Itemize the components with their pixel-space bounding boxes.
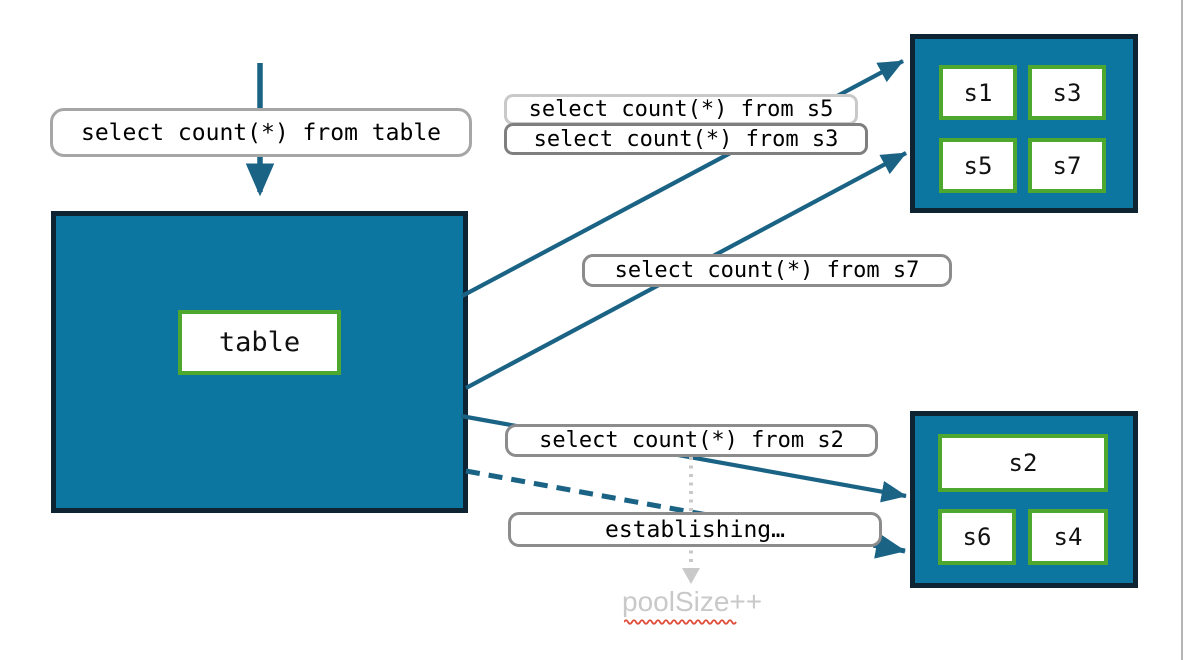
query-label-s3: select count(*) from s3	[504, 123, 868, 155]
query-label-s2: select count(*) from s2	[505, 424, 878, 457]
shard-node-s7: s7	[1028, 138, 1106, 193]
query-label-s5-text: select count(*) from s5	[528, 97, 834, 122]
query-label-establishing: establishing…	[508, 512, 882, 547]
shard-node-s6: s6	[938, 509, 1016, 565]
shard-node-s1-label: s1	[963, 78, 993, 107]
query-label-table: select count(*) from table	[50, 108, 472, 157]
query-label-table-text: select count(*) from table	[80, 119, 442, 146]
query-label-s5: select count(*) from s5	[504, 94, 858, 125]
shard-node-s3: s3	[1028, 65, 1106, 120]
shard-node-s4-label: s4	[1053, 523, 1083, 551]
shard-node-s5-label: s5	[963, 151, 993, 180]
slide-right-edge	[1181, 0, 1183, 660]
table-node-label: table	[218, 327, 301, 358]
poolsize-annotation-text: poolSize++	[622, 586, 763, 617]
shard-node-s7-label: s7	[1052, 151, 1082, 180]
shard-node-s2-label: s2	[1008, 449, 1038, 477]
table-node: table	[178, 310, 341, 375]
shard-node-s1: s1	[939, 65, 1017, 120]
spellcheck-squiggle	[624, 619, 737, 625]
shard-node-s4: s4	[1028, 509, 1108, 565]
query-label-s3-text: select count(*) from s3	[533, 126, 839, 152]
shard-node-s3-label: s3	[1052, 78, 1082, 107]
shard-node-s5: s5	[939, 138, 1017, 193]
query-label-s7-text: select count(*) from s7	[614, 258, 920, 283]
query-label-s2-text: select count(*) from s2	[539, 428, 844, 453]
query-label-establishing-text: establishing…	[604, 516, 785, 543]
arrow-poolsize-head	[682, 568, 700, 584]
shard-node-s2: s2	[938, 434, 1108, 492]
poolsize-annotation: poolSize++	[622, 586, 762, 618]
query-label-s7: select count(*) from s7	[582, 254, 952, 287]
shard-node-s6-label: s6	[962, 523, 992, 551]
